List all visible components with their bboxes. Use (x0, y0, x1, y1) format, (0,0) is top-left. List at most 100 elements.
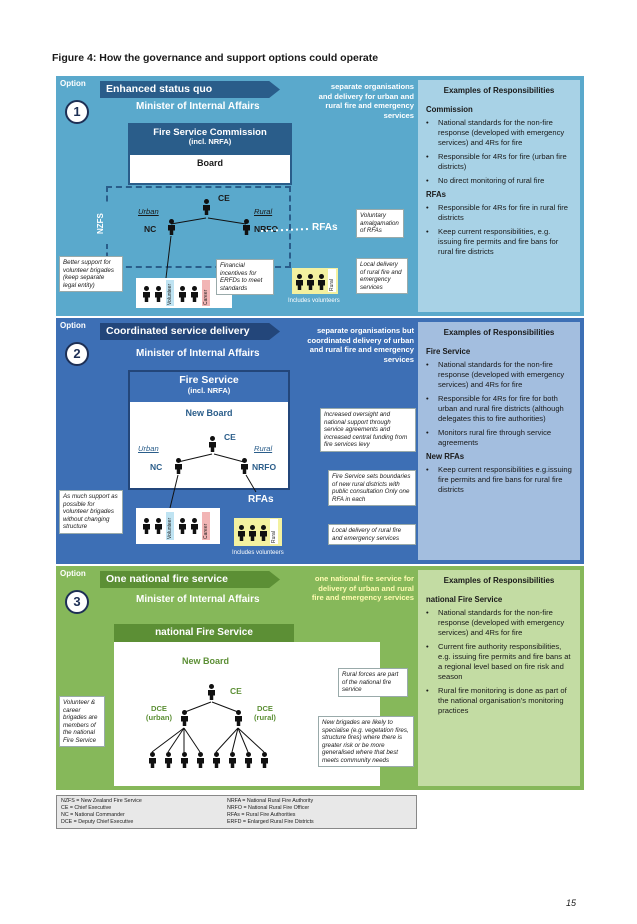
person-icon (228, 752, 236, 768)
org-box: Fire Service (incl. NRFA) New Board (128, 370, 290, 490)
brigades-box: Volunteer Career (136, 508, 220, 544)
legend-item: RFAs = Rural Fire Authorities (227, 812, 296, 819)
section-heading: New RFAs (426, 451, 465, 461)
rfas-label: RFAs (248, 494, 274, 505)
person-icon (148, 752, 156, 768)
rural-brigade-box: Rural (292, 268, 338, 294)
responsibilities-title: Examples of Responsibilities (443, 576, 555, 585)
person-icon (295, 274, 303, 290)
list-item: Keep current responsibilities e.g.issuin… (426, 465, 572, 495)
legend-item: ERFD = Enlarged Rural Fire Districts (227, 819, 314, 826)
dce-rural-person-icon (234, 710, 242, 726)
note-volunteer-support: Better support for volunteer brigades (k… (59, 256, 123, 293)
note-new-brigades: New brigades are likely to specialise (e… (318, 716, 414, 768)
section-heading: RFAs (426, 189, 446, 199)
person-icon (317, 274, 325, 290)
list-item: National standards for the non-fire resp… (426, 118, 572, 148)
note-boundaries: Fire Service sets boundaries of new rura… (328, 470, 416, 507)
person-icon (142, 518, 150, 534)
option-heading: Enhanced status quo (100, 81, 280, 98)
person-icon (180, 752, 188, 768)
dce-urban-person-icon (180, 710, 188, 726)
org-connectors (151, 701, 265, 753)
note-voluntary-amalgamation: Voluntary amalgamation of RFAs (356, 209, 404, 238)
includes-volunteers-label: Includes volunteers (288, 298, 340, 304)
person-icon (178, 518, 186, 534)
note-volunteer-support: As much support as possible for voluntee… (59, 490, 123, 534)
org-subtitle: (incl. NRFA) (188, 137, 232, 147)
ce-label: CE (224, 432, 236, 442)
nrfo-person-icon (242, 219, 250, 235)
ce-person-icon (202, 199, 210, 215)
ce-person-icon (207, 684, 215, 700)
nc-person-icon (174, 458, 182, 474)
figure-title: Figure 4: How the governance and support… (52, 52, 379, 64)
nc-label: NC (150, 462, 163, 472)
person-icon (190, 286, 198, 302)
person-icon (212, 752, 220, 768)
list-item: National standards for the non-fire resp… (426, 360, 572, 390)
nc-label: NC (144, 224, 157, 234)
responsibilities-title: Examples of Responsibilities (443, 328, 555, 337)
org-box: Fire Service Commission (incl. NRFA) Boa… (128, 123, 292, 185)
person-icon (196, 752, 204, 768)
note-local-delivery: Local delivery of rural fire and emergen… (356, 258, 408, 295)
legend-item: DCE = Deputy Chief Executive (61, 819, 134, 826)
person-icon (248, 525, 256, 541)
list-item: Responsible for 4Rs for fire (urban fire… (426, 152, 572, 172)
legend-item: NC = National Commander (61, 812, 125, 819)
legend-item: CE = Chief Executive (61, 805, 112, 812)
org-connectors (165, 217, 309, 279)
minister-label: Minister of Internal Affairs (136, 348, 260, 359)
section-heading: Commission (426, 104, 473, 114)
option-number: 1 (65, 100, 89, 124)
page-number: 15 (566, 898, 577, 908)
nc-person-icon (167, 219, 175, 235)
responsibilities-title: Examples of Responsibilities (443, 86, 555, 95)
option-heading: Coordinated service delivery (100, 323, 280, 340)
list-item: Current fire authority responsibilities,… (426, 642, 572, 682)
option-label: Option (60, 569, 86, 578)
dce-rural-label: DCE (rural) (254, 704, 276, 722)
note-financial-incentives: Financial incentives for ERFDs to meet s… (216, 259, 274, 296)
person-icon (244, 752, 252, 768)
section-heading: national Fire Service (426, 594, 503, 604)
urban-label: Urban (138, 444, 159, 453)
option-3-panel: Option 3 One national fire service Minis… (56, 566, 584, 790)
note-local-delivery: Local delivery of rural fire and emergen… (328, 524, 416, 546)
person-icon (259, 525, 267, 541)
org-title: Fire Service (179, 374, 239, 386)
ce-label: CE (218, 193, 230, 203)
note-rural-forces: Rural forces are part of the national fi… (338, 668, 408, 697)
list-item: National standards for the non-fire resp… (426, 608, 572, 638)
option-number: 2 (65, 342, 89, 366)
person-icon (260, 752, 268, 768)
section-heading: Fire Service (426, 346, 471, 356)
list-item: No direct monitoring of rural fire (426, 176, 572, 186)
legend-item: NRFO = National Rural Fire Officer (227, 805, 310, 812)
list-item: Responsible for 4Rs for fire for both ur… (426, 394, 572, 424)
responsibilities-box-1: Examples of Responsibilities Commission … (418, 80, 580, 312)
rural-brigade-box: Rural (234, 518, 282, 546)
rural-label: Rural (254, 444, 273, 453)
board-label: New Board (182, 656, 230, 666)
nrfo-label: NRFO (252, 462, 277, 472)
board-label: New Board (185, 408, 233, 418)
person-icon (306, 274, 314, 290)
list-item: Monitors rural fire through service agre… (426, 428, 572, 448)
legend-item: NRFA = National Rural Fire Authority (227, 798, 314, 804)
note-increased-oversight: Increased oversight and national support… (320, 408, 416, 452)
org-title: Fire Service Commission (153, 127, 267, 138)
note-volunteer-career: Volunteer & career brigades are members … (59, 696, 105, 748)
minister-label: Minister of Internal Affairs (136, 594, 260, 605)
legend-item: NZFS = New Zealand Fire Service (61, 798, 142, 804)
org-title: national Fire Service (114, 624, 294, 642)
list-item: Rural fire monitoring is done as part of… (426, 686, 572, 716)
person-icon (237, 525, 245, 541)
list-item: Responsible for 4Rs for fire in rural fi… (426, 203, 572, 223)
rural-label: Rural (254, 207, 273, 216)
person-icon (154, 518, 162, 534)
board-label: Board (196, 158, 223, 168)
ce-person-icon (208, 436, 216, 452)
responsibilities-box-2: Examples of Responsibilities Fire Servic… (418, 322, 580, 560)
